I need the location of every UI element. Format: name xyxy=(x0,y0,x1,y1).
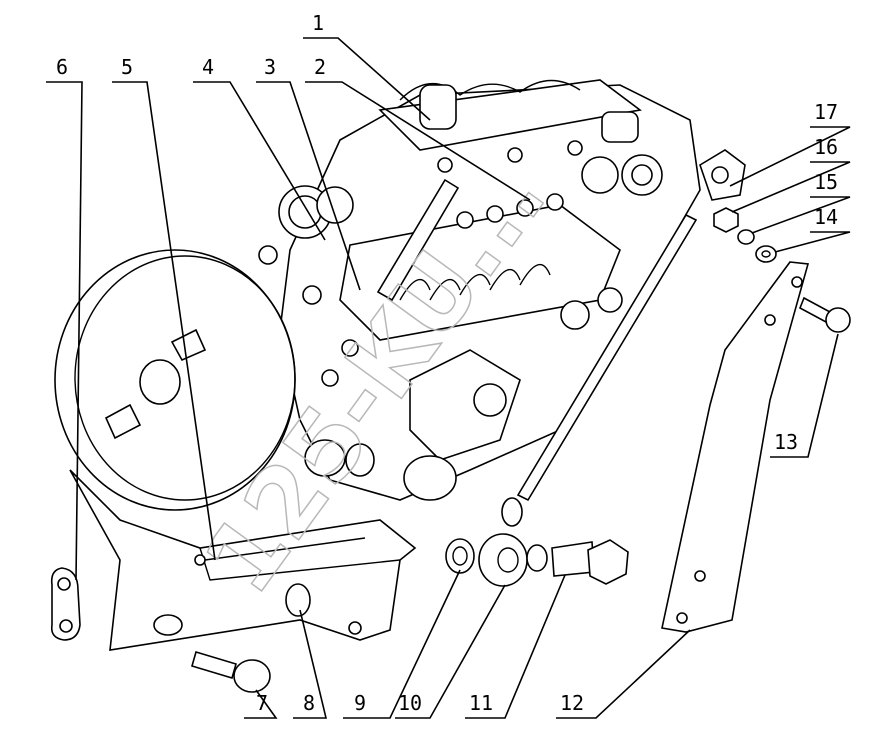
callout-7: 7 xyxy=(256,691,268,715)
callout-10: 10 xyxy=(398,691,422,715)
callout-3: 3 xyxy=(264,55,276,79)
callout-labels: 1 2 3 4 5 6 7 8 9 10 11 12 13 14 15 16 1… xyxy=(56,11,838,715)
washer-part-15 xyxy=(737,229,755,245)
callout-8: 8 xyxy=(303,691,315,715)
callout-9: 9 xyxy=(354,691,366,715)
leader-lines xyxy=(46,37,851,719)
callout-17: 17 xyxy=(814,100,838,124)
callout-2: 2 xyxy=(314,55,326,79)
mounting-bracket xyxy=(69,469,417,651)
callout-6: 6 xyxy=(56,55,68,79)
support-strap-part-12 xyxy=(661,261,810,633)
cap-part-6 xyxy=(50,567,81,641)
callout-5: 5 xyxy=(121,55,133,79)
washer-small xyxy=(526,544,548,572)
drive-pulley xyxy=(54,249,296,511)
callout-4: 4 xyxy=(202,55,214,79)
callout-11: 11 xyxy=(469,691,493,715)
bolt-part-13 xyxy=(798,296,851,333)
nut-part-14 xyxy=(755,245,777,263)
washer-part-9 xyxy=(445,538,475,574)
callout-13: 13 xyxy=(774,430,798,454)
callout-16: 16 xyxy=(814,135,838,159)
callout-12: 12 xyxy=(560,691,584,715)
callout-15: 15 xyxy=(814,170,838,194)
banjo-bolt-part-11 xyxy=(551,539,629,585)
injection-pump-body xyxy=(258,79,701,501)
callout-1: 1 xyxy=(312,11,324,35)
tie-rod xyxy=(501,149,746,527)
nut-part-16 xyxy=(713,207,739,233)
callout-14: 14 xyxy=(814,205,838,229)
bolt-part-7 xyxy=(191,651,271,693)
banjo-eye-part-10 xyxy=(478,533,528,587)
